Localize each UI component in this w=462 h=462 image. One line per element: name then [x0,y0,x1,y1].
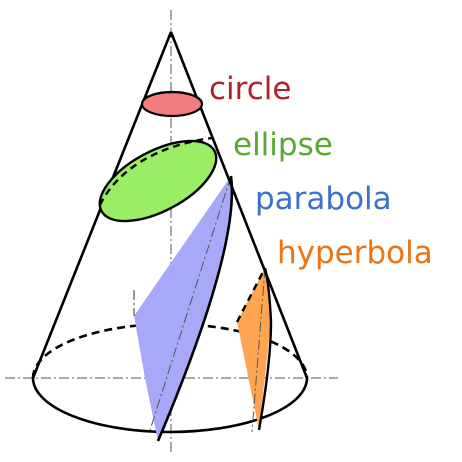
cone-base-front-edge [31,377,309,434]
circle-back-edge [140,90,204,105]
parabola-label: parabola [255,181,392,217]
hyperbola-axis-line [251,267,266,433]
hyperbola-label: hyperbola [277,235,433,271]
hyperbola-curve [257,267,273,431]
cone-right-side [169,31,309,379]
ellipse-label: ellipse [233,127,333,163]
ellipse-section [98,139,218,223]
circle-label: circle [209,71,291,107]
parabola-section [134,176,232,441]
hyperbola-back-edge [235,267,267,323]
hyperbola-section [237,268,271,430]
parabola-axis-line [149,175,232,431]
ellipse-back-edge [98,136,213,206]
parabola-curve [156,175,234,442]
